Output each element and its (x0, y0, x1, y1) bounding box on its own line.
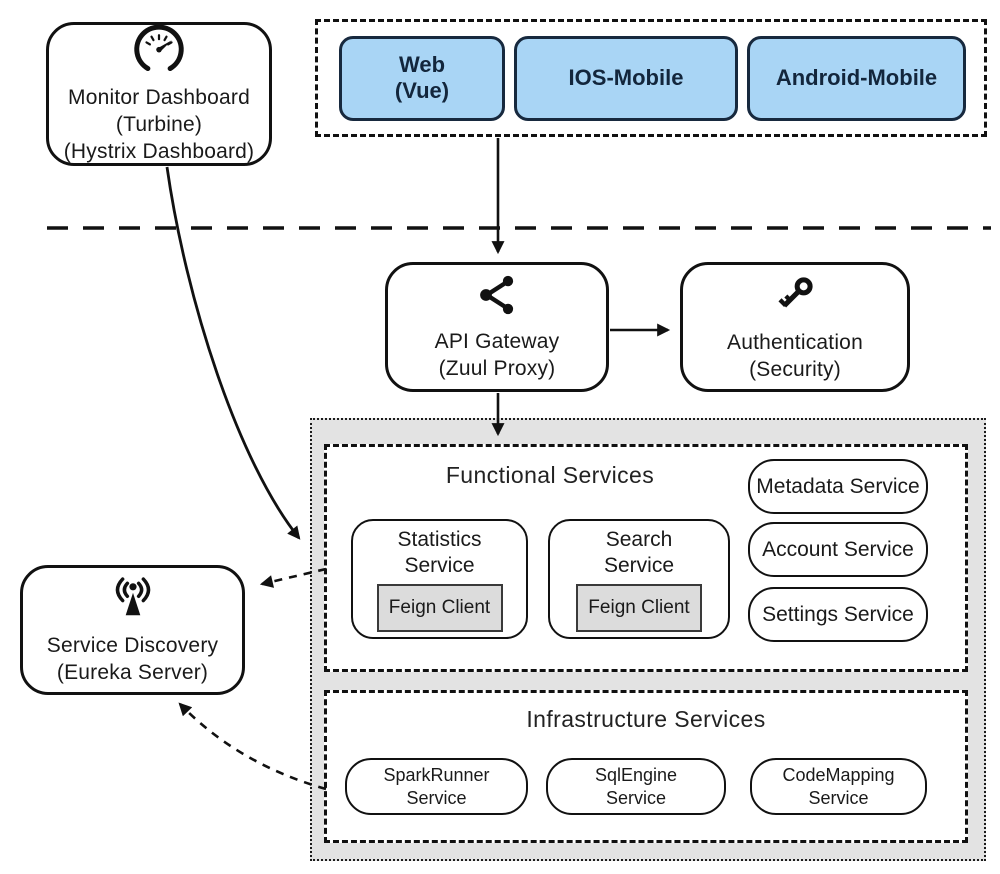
metadata-service-node: Metadata Service (748, 459, 928, 514)
client-apps-zone: Web (Vue) IOS-Mobile Android-Mobile (315, 19, 987, 137)
sqlengine-service-label: SqlEngine (594, 764, 678, 785)
sparkrunner-service-label: SparkRunner (383, 764, 490, 785)
search-service-node: Search Service Feign Client (548, 519, 730, 639)
sqlengine-service-sublabel: Service (605, 787, 667, 808)
monitor-dashboard-sub2: (Hystrix Dashboard) (63, 140, 255, 163)
client-web-label: Web (398, 52, 446, 77)
search-service-label: Search (605, 527, 673, 551)
share-icon (474, 273, 520, 322)
statistics-service-label: Statistics (397, 527, 482, 551)
api-gateway-sublabel: (Zuul Proxy) (438, 356, 556, 380)
statistics-service-sublabel: Service (404, 553, 475, 577)
authentication-sublabel: (Security) (749, 357, 841, 381)
infrastructure-to-discovery-arrow (178, 702, 327, 791)
authentication-label: Authentication (727, 330, 863, 354)
statistics-service-node: Statistics Service Feign Client (351, 519, 528, 639)
client-android-label: Android-Mobile (775, 65, 938, 90)
sparkrunner-service-sublabel: Service (406, 787, 467, 808)
broadcast-icon (102, 575, 164, 626)
codemapping-service-label: CodeMapping (782, 764, 895, 785)
key-icon (771, 272, 819, 323)
statistics-feign-client-label: Feign Client (388, 596, 491, 618)
monitor-to-services-arrow (165, 166, 301, 540)
metadata-service-label: Metadata Service (756, 474, 920, 498)
api-gateway-node: API Gateway (Zuul Proxy) (385, 262, 609, 392)
gauge-icon (130, 23, 188, 78)
client-ios-node: IOS-Mobile (514, 35, 738, 121)
monitor-dashboard-label: Monitor Dashboard (68, 86, 250, 109)
account-service-label: Account Service (762, 537, 914, 561)
authentication-node: Authentication (Security) (680, 262, 910, 392)
codemapping-service-sublabel: Service (808, 787, 869, 808)
search-feign-client-label: Feign Client (588, 596, 690, 618)
settings-service-node: Settings Service (748, 587, 928, 642)
monitor-dashboard-node: Monitor Dashboard (Turbine) (Hystrix Das… (46, 22, 272, 166)
sparkrunner-service-node: SparkRunner Service (345, 758, 528, 815)
infrastructure-services-title: Infrastructure Services (526, 706, 766, 732)
client-android-node: Android-Mobile (747, 35, 966, 121)
statistics-feign-client-box: Feign Client (376, 583, 503, 632)
service-discovery-sublabel: (Eureka Server) (56, 660, 209, 684)
monitor-dashboard-sub1: (Turbine) (115, 113, 203, 136)
sqlengine-service-node: SqlEngine Service (546, 758, 726, 815)
service-discovery-node: Service Discovery (Eureka Server) (20, 565, 245, 695)
functional-services-title: Functional Services (445, 462, 655, 488)
client-ios-label: IOS-Mobile (568, 65, 684, 90)
client-web-sublabel: (Vue) (394, 78, 450, 103)
client-web-node: Web (Vue) (339, 35, 505, 121)
account-service-node: Account Service (748, 522, 928, 577)
api-gateway-label: API Gateway (434, 329, 560, 353)
search-service-sublabel: Service (603, 553, 675, 577)
search-feign-client-box: Feign Client (576, 583, 702, 632)
settings-service-label: Settings Service (762, 602, 914, 626)
codemapping-service-node: CodeMapping Service (750, 758, 927, 815)
service-discovery-label: Service Discovery (46, 633, 219, 657)
